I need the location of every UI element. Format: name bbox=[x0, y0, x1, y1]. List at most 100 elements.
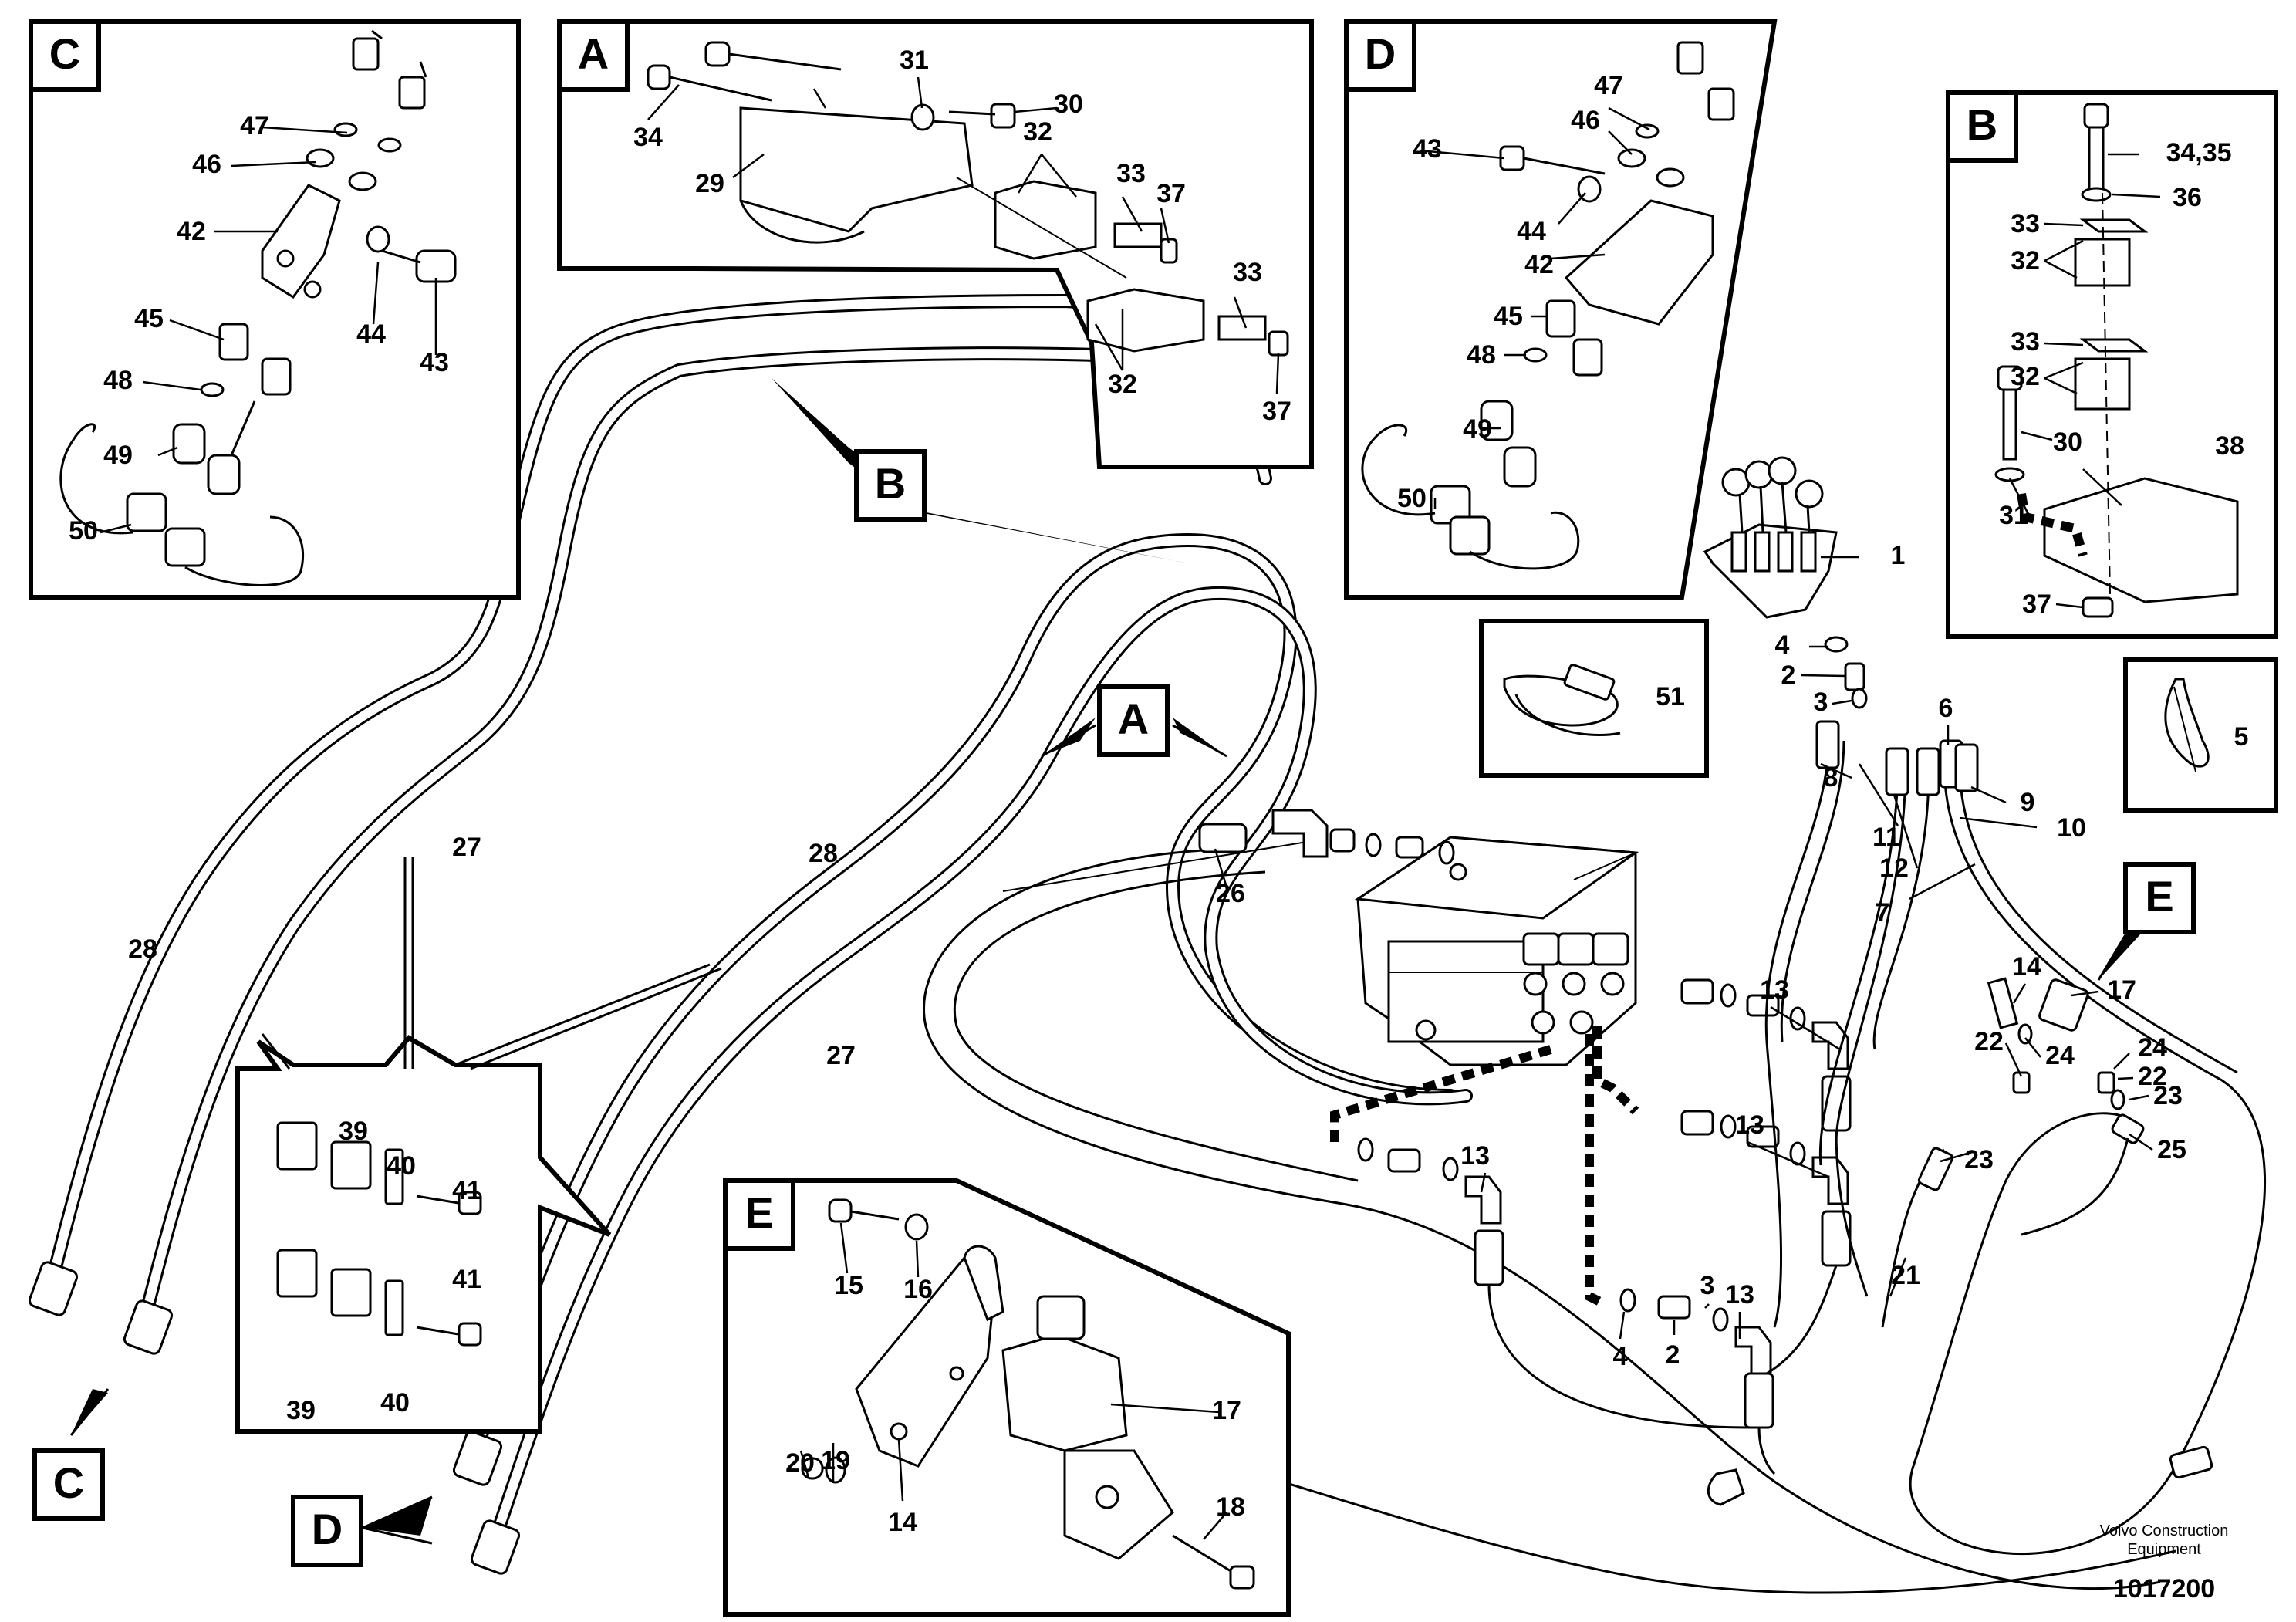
callout-26: 26 bbox=[1216, 879, 1245, 908]
view-marker-d-label: D bbox=[312, 1505, 343, 1553]
callout-23: 23 bbox=[2153, 1081, 2183, 1110]
main-hoses bbox=[28, 293, 2176, 1594]
callout-49: 49 bbox=[1463, 414, 1492, 444]
callout-13: 13 bbox=[1725, 1280, 1754, 1309]
callout-30: 30 bbox=[2053, 427, 2082, 457]
callout-47: 47 bbox=[1594, 71, 1623, 100]
tube-lines bbox=[1002, 840, 1639, 1309]
callout-50: 50 bbox=[69, 516, 98, 546]
callout-1: 1 bbox=[1891, 541, 1906, 570]
detail-view-strap bbox=[1479, 619, 1709, 778]
view-label-a: A bbox=[578, 29, 609, 78]
detail-view-a: A bbox=[557, 19, 1314, 469]
view-label-d: D bbox=[1365, 29, 1396, 78]
callout-41: 41 bbox=[452, 1265, 481, 1294]
callout-43: 43 bbox=[1413, 134, 1442, 164]
valve-block bbox=[1354, 836, 1639, 1066]
callout-37: 37 bbox=[1156, 179, 1186, 208]
company-name-line1: Volvo Construction bbox=[2100, 1522, 2229, 1539]
callout-33: 33 bbox=[1233, 258, 1262, 287]
callout-3: 3 bbox=[1814, 688, 1828, 717]
callout-14: 14 bbox=[2012, 952, 2041, 982]
callout-44: 44 bbox=[1517, 217, 1546, 246]
detail-view-d: D bbox=[1344, 19, 1778, 600]
view-marker-a: A bbox=[1041, 684, 1227, 758]
view-marker-b-label: B bbox=[875, 459, 906, 508]
callout-44: 44 bbox=[356, 319, 386, 349]
callout-15: 15 bbox=[834, 1271, 863, 1300]
callout-24: 24 bbox=[2045, 1041, 2075, 1070]
callout-46: 46 bbox=[192, 150, 221, 179]
callout-33: 33 bbox=[2011, 209, 2040, 238]
view-label-b: B bbox=[1967, 100, 1997, 149]
callout-18: 18 bbox=[1216, 1492, 1245, 1522]
callout-8: 8 bbox=[1824, 763, 1838, 792]
callout-39: 39 bbox=[286, 1396, 316, 1425]
control-lever-assembly bbox=[1703, 456, 2266, 1556]
callout-47: 47 bbox=[240, 111, 269, 140]
callout-7: 7 bbox=[1876, 898, 1890, 928]
callout-37: 37 bbox=[2022, 590, 2051, 619]
detail-view-b: B bbox=[1946, 90, 2278, 639]
callout-49: 49 bbox=[103, 441, 133, 470]
detail-view-c: C bbox=[29, 19, 521, 600]
callout-40: 40 bbox=[380, 1388, 410, 1418]
view-marker-a-label: A bbox=[1118, 694, 1149, 743]
callout-16: 16 bbox=[903, 1275, 933, 1304]
callout-34: 34 bbox=[633, 123, 663, 152]
callout-36: 36 bbox=[2173, 183, 2202, 212]
view-label-c: C bbox=[49, 29, 80, 78]
callout-22: 22 bbox=[2138, 1062, 2167, 1091]
callout-31: 31 bbox=[1999, 501, 2028, 530]
leader-lines bbox=[100, 76, 2161, 1540]
callout-12: 12 bbox=[1879, 853, 1909, 883]
callout-23: 23 bbox=[1964, 1145, 1994, 1174]
callout-32: 32 bbox=[1108, 370, 1137, 399]
drawing-number: 1017200 bbox=[2113, 1574, 2215, 1603]
clamp-pointer-lines bbox=[261, 857, 722, 1070]
callout-33: 33 bbox=[1116, 159, 1146, 188]
callout-6: 6 bbox=[1939, 694, 1953, 723]
view-marker-e: E bbox=[2097, 862, 2196, 981]
callout-28: 28 bbox=[809, 839, 838, 868]
callout-51: 51 bbox=[1656, 682, 1685, 711]
callout-38: 38 bbox=[2215, 431, 2244, 461]
view-marker-c: C bbox=[32, 1388, 110, 1521]
callout-17: 17 bbox=[1212, 1396, 1241, 1425]
solenoid-assembly bbox=[1707, 977, 2213, 1506]
callout-5: 5 bbox=[2234, 722, 2249, 752]
callout-39: 39 bbox=[339, 1117, 368, 1146]
callout-17: 17 bbox=[2107, 975, 2136, 1005]
callout-4: 4 bbox=[1775, 630, 1790, 660]
callout-43: 43 bbox=[420, 348, 449, 377]
callout-labels: 47 46 42 45 48 49 50 44 43 31 30 34 29 3… bbox=[69, 46, 2248, 1537]
callout-28: 28 bbox=[128, 934, 157, 964]
callout-9: 9 bbox=[2021, 788, 2035, 817]
callout-13: 13 bbox=[1735, 1110, 1764, 1140]
callout-31: 31 bbox=[900, 46, 929, 75]
company-name-line2: Equipment bbox=[2127, 1541, 2201, 1558]
detail-view-cable-tie bbox=[2123, 657, 2278, 813]
callout-42: 42 bbox=[177, 217, 206, 246]
callout-42: 42 bbox=[1524, 250, 1554, 279]
callout-21: 21 bbox=[1891, 1261, 1920, 1290]
detail-view-clamp bbox=[235, 1035, 612, 1434]
view-marker-c-label: C bbox=[53, 1458, 84, 1507]
callout-45: 45 bbox=[134, 304, 164, 333]
footer: Volvo Construction Equipment 1017200 bbox=[2100, 1522, 2229, 1603]
callout-33: 33 bbox=[2011, 327, 2040, 357]
callout-37: 37 bbox=[1262, 397, 1292, 426]
callout-32: 32 bbox=[2011, 362, 2040, 391]
callout-34-35: 34,35 bbox=[2166, 138, 2231, 167]
callout-14: 14 bbox=[888, 1508, 917, 1537]
callout-48: 48 bbox=[1467, 340, 1496, 370]
callout-19: 19 bbox=[821, 1446, 850, 1475]
callout-30: 30 bbox=[1054, 90, 1083, 119]
view-marker-d: D bbox=[291, 1495, 433, 1567]
callout-27: 27 bbox=[826, 1041, 856, 1070]
callout-22: 22 bbox=[1974, 1027, 2004, 1056]
callout-2: 2 bbox=[1781, 661, 1796, 690]
callout-2: 2 bbox=[1666, 1340, 1680, 1370]
callout-27: 27 bbox=[452, 833, 481, 862]
